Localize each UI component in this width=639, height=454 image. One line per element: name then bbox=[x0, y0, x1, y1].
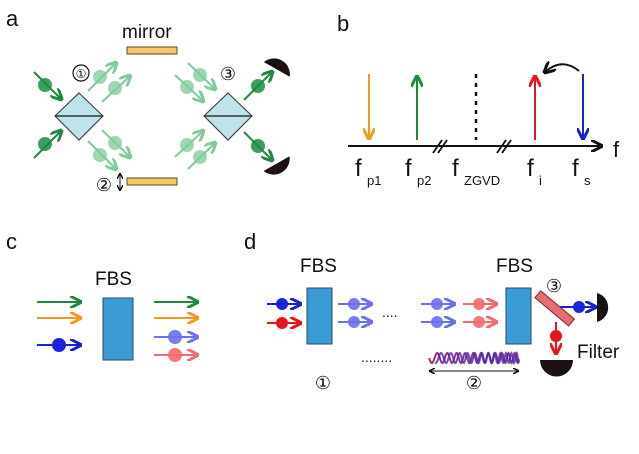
marker-1: ① bbox=[76, 67, 87, 81]
conversion-arrow bbox=[545, 64, 580, 72]
output-photon-blue bbox=[154, 330, 197, 344]
svg-text:f: f bbox=[452, 155, 459, 182]
svg-text:f: f bbox=[527, 155, 534, 182]
photon-red-before-fbs2-top bbox=[463, 298, 496, 310]
panel-d: d FBS FBS .... bbox=[244, 229, 620, 393]
fbs-block-c bbox=[102, 297, 134, 361]
ellipsis-top: .... bbox=[382, 304, 398, 320]
photon-pair-upper-right bbox=[174, 62, 215, 101]
fbs-block-d1 bbox=[306, 287, 333, 345]
axis-break-2 bbox=[496, 139, 512, 154]
mirror-top bbox=[126, 46, 178, 55]
panel-label-d: d bbox=[244, 229, 256, 254]
freq-label-i: f i bbox=[527, 155, 542, 188]
photon-red-reflected bbox=[550, 322, 562, 353]
output-photon-lower bbox=[243, 131, 272, 160]
svg-text:f: f bbox=[355, 155, 362, 182]
input-photon-red-d bbox=[267, 317, 300, 329]
photon-blue-after-fbs1-bottom bbox=[338, 316, 371, 328]
output-photon-red bbox=[154, 348, 197, 362]
detector-upper bbox=[263, 58, 290, 77]
panel-label-c: c bbox=[6, 229, 17, 254]
mirror-bottom bbox=[126, 177, 178, 186]
marker-2: ② bbox=[96, 175, 112, 195]
filter-label: Filter bbox=[577, 342, 620, 363]
marker-d-1: ① bbox=[315, 373, 331, 393]
axis-label-f: f bbox=[613, 137, 620, 162]
detector-bottom bbox=[540, 360, 573, 377]
photon-blue-before-fbs2-bottom bbox=[421, 316, 454, 328]
input-photon-lower bbox=[33, 131, 61, 159]
fbs-block-d2 bbox=[505, 287, 532, 345]
freq-label-zgvd: f ZGVD bbox=[452, 155, 500, 188]
svg-text:p2: p2 bbox=[417, 173, 431, 188]
ellipsis-bottom: ........ bbox=[361, 349, 392, 365]
marker-d-2: ② bbox=[466, 373, 482, 393]
svg-text:ZGVD: ZGVD bbox=[464, 173, 500, 188]
input-photon-upper bbox=[33, 71, 61, 99]
fbs-label-d1: FBS bbox=[300, 256, 337, 277]
output-photon-upper bbox=[243, 72, 272, 101]
svg-text:i: i bbox=[539, 173, 542, 188]
photon-red-before-fbs2-bottom bbox=[463, 316, 496, 328]
freq-label-s: f s bbox=[572, 155, 591, 188]
photon-blue-after-fbs1-top bbox=[338, 298, 371, 310]
detector-lower bbox=[263, 156, 290, 175]
marker-d-3: ③ bbox=[546, 276, 562, 296]
input-photon-blue-d bbox=[267, 298, 300, 310]
photon-blue-before-fbs2-top bbox=[421, 298, 454, 310]
beam-splitter-1 bbox=[54, 92, 104, 141]
panel-b: b f f p1 f p2 f ZGVD bbox=[337, 11, 620, 188]
svg-text:p1: p1 bbox=[367, 173, 381, 188]
svg-text:f: f bbox=[572, 155, 579, 182]
fbs-label-d2: FBS bbox=[496, 256, 533, 277]
marker-1-circle bbox=[72, 64, 90, 82]
photon-pair-upper-left bbox=[87, 63, 130, 103]
freq-label-p2: f p2 bbox=[405, 155, 431, 188]
wave-packet-blue bbox=[434, 351, 520, 366]
photon-pair-lower-right bbox=[174, 131, 215, 170]
panel-c: c FBS bbox=[6, 229, 197, 362]
photon-pair-lower-left bbox=[87, 129, 130, 169]
svg-text:f: f bbox=[405, 155, 412, 182]
axis-break-1 bbox=[432, 139, 448, 154]
freq-label-p1: f p1 bbox=[355, 155, 381, 188]
panel-label-a: a bbox=[6, 6, 19, 31]
photon-blue-transmitted bbox=[560, 301, 595, 313]
panel-a: a mirror bbox=[6, 6, 290, 195]
marker-3: ③ bbox=[220, 64, 236, 84]
beam-splitter-2 bbox=[203, 92, 253, 141]
detector-right bbox=[597, 293, 609, 322]
input-photon-blue bbox=[37, 338, 80, 352]
filter-plate bbox=[534, 290, 576, 327]
panel-label-b: b bbox=[337, 11, 349, 36]
svg-text:s: s bbox=[584, 173, 591, 188]
fbs-label-c: FBS bbox=[95, 269, 132, 290]
mirror-label: mirror bbox=[122, 22, 172, 43]
